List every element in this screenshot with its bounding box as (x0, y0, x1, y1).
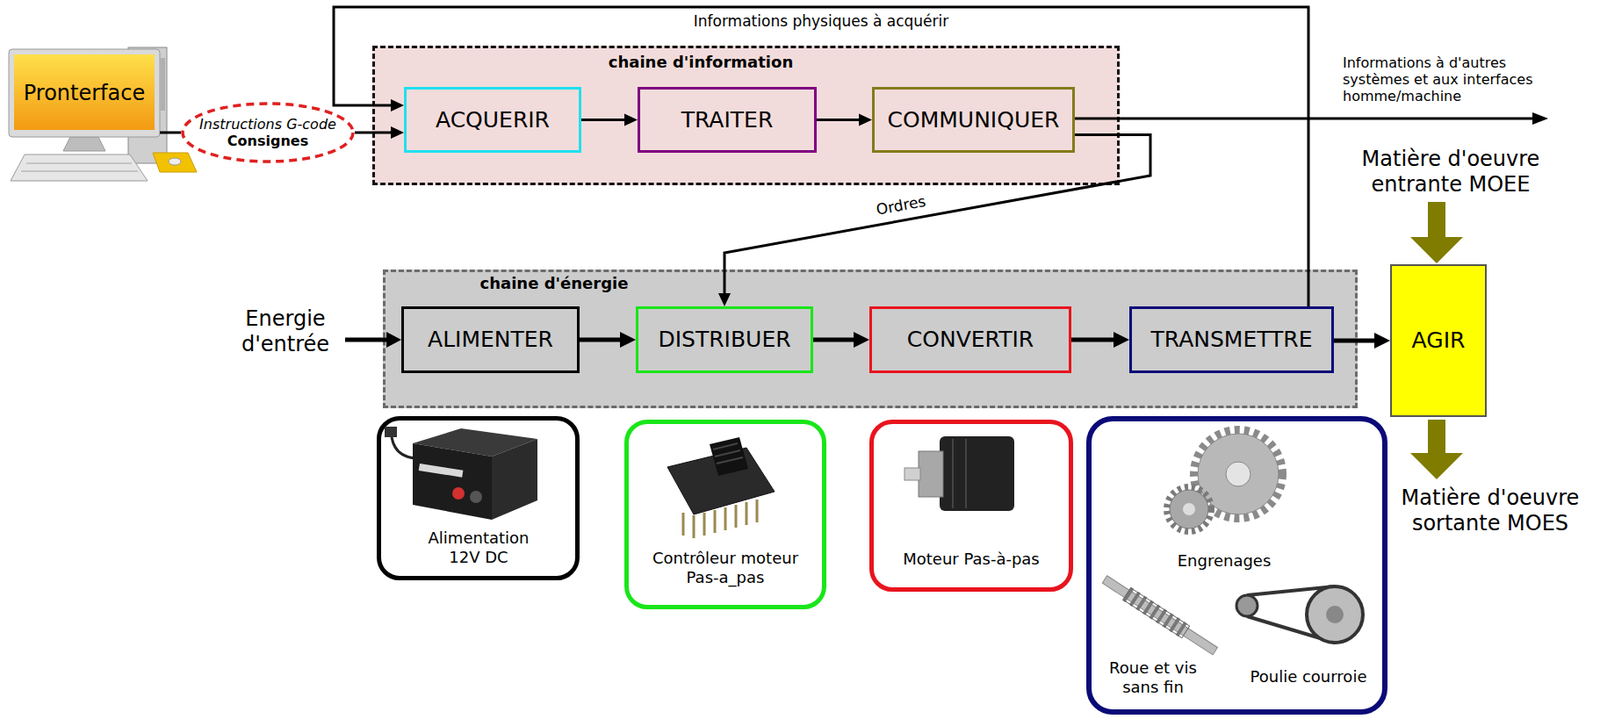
chain-band: chaine d'énergieALIMENTER DISTRIBUER CONVE… (382, 269, 1358, 409)
action-box: AGIR (1390, 264, 1487, 418)
power-supply-picture (452, 487, 465, 500)
computer-icon (160, 57, 166, 111)
function-box: TRANSMETTRE (1129, 306, 1334, 374)
component-label: Poulie courroie (1250, 667, 1368, 687)
stepper-motor-picture (904, 468, 921, 481)
flow-line (816, 118, 864, 122)
box-label: COMMUNIQUER (887, 107, 1060, 134)
box-label: ACQUERIR (435, 107, 550, 134)
flow-line (1333, 338, 1379, 344)
annotation-label: Informations à d'autres systèmes et aux … (1342, 54, 1547, 106)
box-label: Consignes (227, 132, 309, 150)
moes-arrow (1427, 419, 1446, 455)
function-box: CONVERTIR (869, 306, 1072, 374)
belt-pulley-picture (1236, 595, 1258, 617)
computer-icon (63, 136, 106, 152)
belt-pulley-picture (1306, 586, 1363, 643)
component-label: Alimentation 12V DC (412, 528, 545, 567)
computer-icon (21, 170, 138, 173)
box-label: CONVERTIR (907, 326, 1034, 354)
box-label: ALIMENTER (427, 326, 554, 354)
belt-pulley-picture (1326, 605, 1344, 624)
flow-line (1071, 338, 1118, 343)
gears-picture (1182, 503, 1196, 516)
computer-icon (10, 154, 148, 181)
gears-picture (1167, 487, 1211, 532)
info-output-arrow (1074, 112, 1549, 125)
component-label: Roue et vis sans fin (1101, 658, 1205, 697)
annotation-label: Matière d'oeuvre entrante MOEE (1340, 146, 1561, 198)
gears-picture (1225, 461, 1251, 487)
stepper-motor-picture (965, 439, 967, 509)
box-label: AGIR (1412, 327, 1466, 354)
edge-label: Informations physiques à acquérir (693, 12, 949, 30)
edge-label: Ordres (874, 192, 928, 219)
computer-icon (26, 162, 132, 165)
computer-icon (8, 49, 160, 137)
flow-arrow (333, 7, 1309, 307)
stepper-motor-picture (918, 451, 944, 498)
component-label: Engrenages (1177, 551, 1272, 571)
info-output-arrow (1532, 112, 1549, 125)
component-label: Contrôleur moteur Pas-a_pas (648, 548, 802, 587)
function-box: DISTRIBUER (635, 306, 814, 374)
flow-line (581, 118, 629, 122)
box-label: Instructions G-code (199, 115, 337, 133)
arrow-head (1374, 332, 1391, 349)
gears-picture (1197, 433, 1279, 515)
function-box: TRAITER (637, 86, 817, 153)
computer-icon (152, 152, 197, 173)
flow-line (354, 131, 396, 135)
stepper-driver-picture (713, 443, 738, 450)
annotation-label: Energie d'entrée (231, 306, 339, 358)
annotation-label: Matière d'oeuvre sortante MOES (1389, 485, 1592, 537)
consigne-ellipse: Instructions G-codeConsignes (180, 101, 355, 164)
info-output-arrow (1074, 117, 1536, 121)
ellipse-outline (182, 103, 354, 162)
flow-arrow (159, 132, 181, 134)
stepper-motor-picture (939, 436, 1015, 512)
band-title: chaine d'énergie (480, 273, 629, 294)
computer-icon (168, 158, 181, 166)
computer-icon (8, 47, 197, 181)
flow-line (813, 338, 858, 343)
box-label: DISTRIBUER (657, 326, 791, 354)
box-label: TRAITER (681, 107, 774, 134)
component-label: Moteur Pas-à-pas (881, 549, 1061, 570)
moes-arrow (1410, 419, 1464, 480)
flow-line (579, 338, 625, 343)
box-label: TRANSMETTRE (1151, 326, 1313, 354)
flow-line (333, 7, 1309, 307)
moee-arrow (1410, 237, 1464, 264)
moee-arrow (1410, 201, 1464, 264)
stepper-driver-picture (714, 450, 741, 457)
gears-picture (1169, 490, 1209, 529)
power-supply-picture (418, 463, 464, 478)
band-title: chaine d'information (608, 52, 793, 73)
power-supply-picture (384, 426, 397, 438)
energy-input-arrow (345, 338, 390, 343)
moee-arrow (1427, 201, 1446, 239)
power-supply-picture (469, 490, 483, 504)
function-box: COMMUNIQUER (872, 86, 1075, 153)
computer-icon (14, 54, 155, 130)
stepper-motor-picture (951, 439, 954, 509)
stepper-driver-picture (716, 457, 743, 464)
moes-arrow (1410, 453, 1464, 480)
function-box: ACQUERIR (403, 86, 582, 153)
chain-band: chaine d'informationACQUERIR TRAITER COMMU… (372, 45, 1120, 186)
function-box: ALIMENTER (401, 306, 580, 374)
box-label: Pronterface (23, 80, 145, 107)
flow-line (159, 131, 181, 135)
